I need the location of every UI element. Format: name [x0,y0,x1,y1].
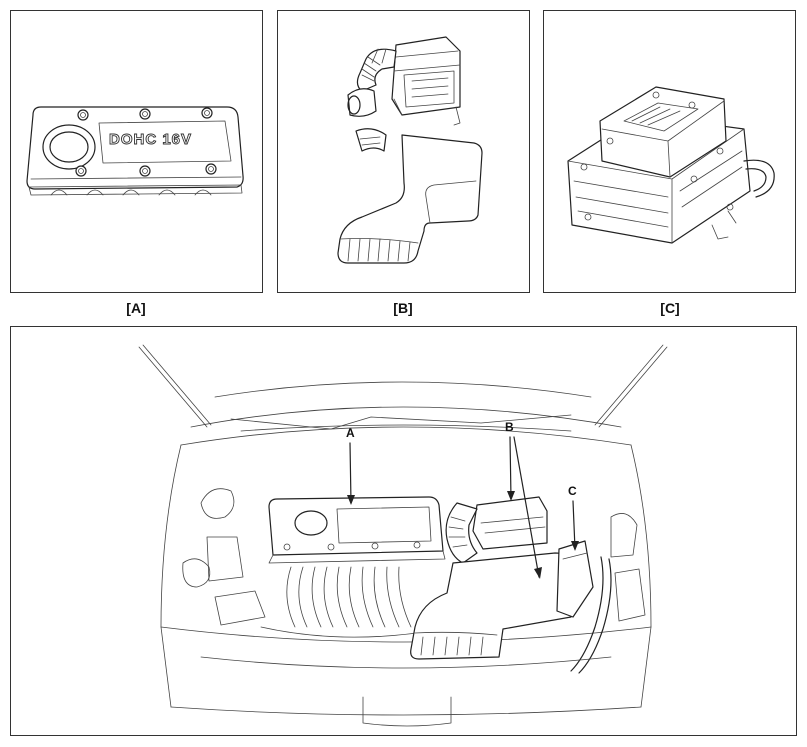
air-intake-illustration [337,36,483,264]
svg-text:B: B [505,420,514,434]
engine-cover-illustration: DOHC 16V [26,106,244,196]
cover-scallops [50,189,212,196]
module-bolts [580,91,734,221]
cover-bolts [75,107,217,177]
panel-b [277,10,530,293]
svg-text:C: C [568,484,577,498]
callout-b: B [505,420,542,579]
cover-text: DOHC 16V [109,131,192,148]
control-module-illustration [567,86,775,244]
panel-c [543,10,796,293]
duct-ribs [347,238,411,262]
engine-bay-illustration: A B C [138,344,668,727]
svg-text:A: A [346,426,355,440]
caption-b: [B] [393,300,413,316]
caption-c: [C] [660,300,680,316]
engine-bay-panel: A B C [10,326,797,736]
panel-a: DOHC 16V [10,10,263,293]
caption-a: [A] [126,300,146,316]
callout-a: A [346,426,355,505]
callout-c: C [568,484,579,551]
